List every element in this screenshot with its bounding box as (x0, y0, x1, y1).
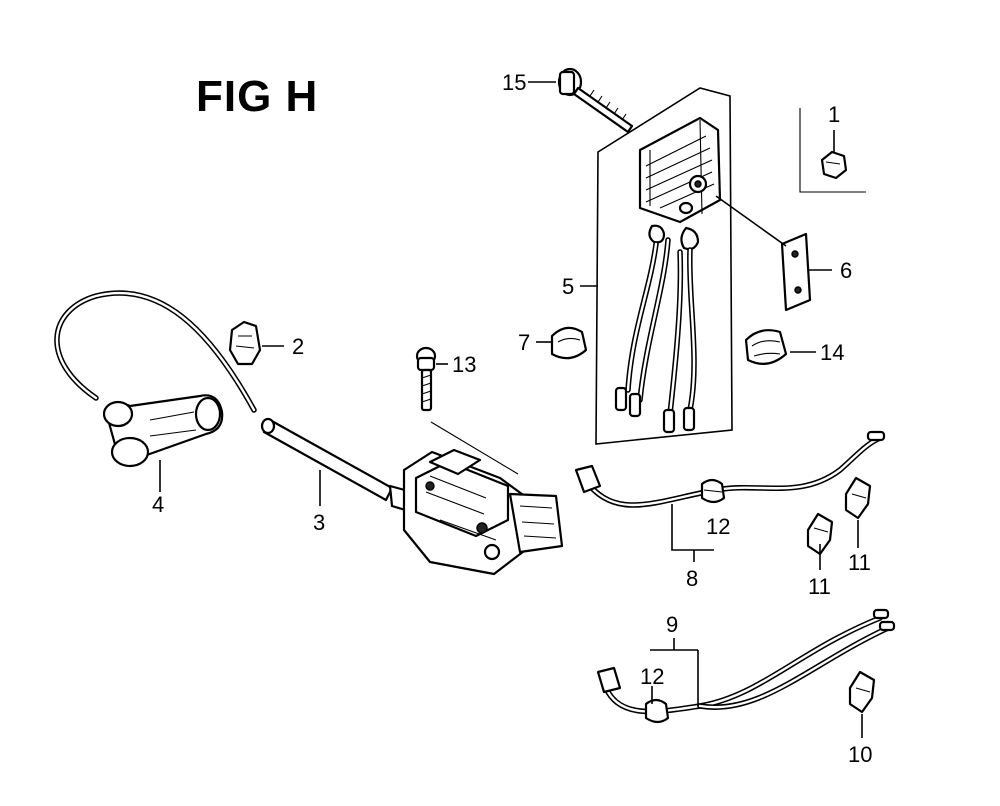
part-1-box (799, 108, 866, 193)
leader-lines (159, 81, 863, 738)
figure-title: FIG H (196, 72, 319, 121)
part-11-clip-left (806, 512, 834, 556)
part-14-clip (744, 329, 788, 365)
part-9-wire-harness (596, 608, 896, 724)
part-2-clip (228, 320, 262, 366)
callout-9: 9 (666, 612, 678, 637)
part-5-regulator-leads (614, 224, 700, 434)
part-10-clip (848, 670, 876, 714)
part-1-nut (820, 150, 848, 180)
callout-10: 10 (848, 742, 872, 767)
part-5-regulator-box (595, 87, 733, 445)
part-8-wire-harness (574, 430, 886, 508)
callout-3: 3 (313, 510, 325, 535)
callout-labels: 15 1 5 6 2 7 13 14 4 3 12 8 11 11 9 12 1… (152, 70, 872, 767)
callout-7: 7 (518, 330, 530, 355)
callout-8: 8 (686, 566, 698, 591)
callout-11-left: 11 (808, 574, 831, 599)
callout-15: 15 (502, 70, 526, 95)
callout-2: 2 (292, 334, 304, 359)
part-13-bolt (415, 346, 519, 475)
part-11-clip-right (844, 476, 872, 520)
callout-5: 5 (562, 274, 574, 299)
part-4-spark-plug-cap (54, 290, 257, 468)
callout-12-upper: 12 (706, 514, 730, 539)
callout-12-lower: 12 (640, 664, 664, 689)
callout-4: 4 (152, 492, 164, 517)
part-5-regulator (638, 116, 722, 224)
callout-1: 1 (828, 102, 840, 127)
part-7-clip (550, 326, 588, 360)
part-15-bolt (557, 67, 634, 134)
callout-13: 13 (452, 352, 476, 377)
callout-6: 6 (840, 258, 852, 283)
part-3-ignition-coil (260, 417, 564, 576)
part-6-plate (780, 232, 812, 312)
callout-14: 14 (820, 340, 844, 365)
callout-11-right: 11 (848, 550, 871, 575)
